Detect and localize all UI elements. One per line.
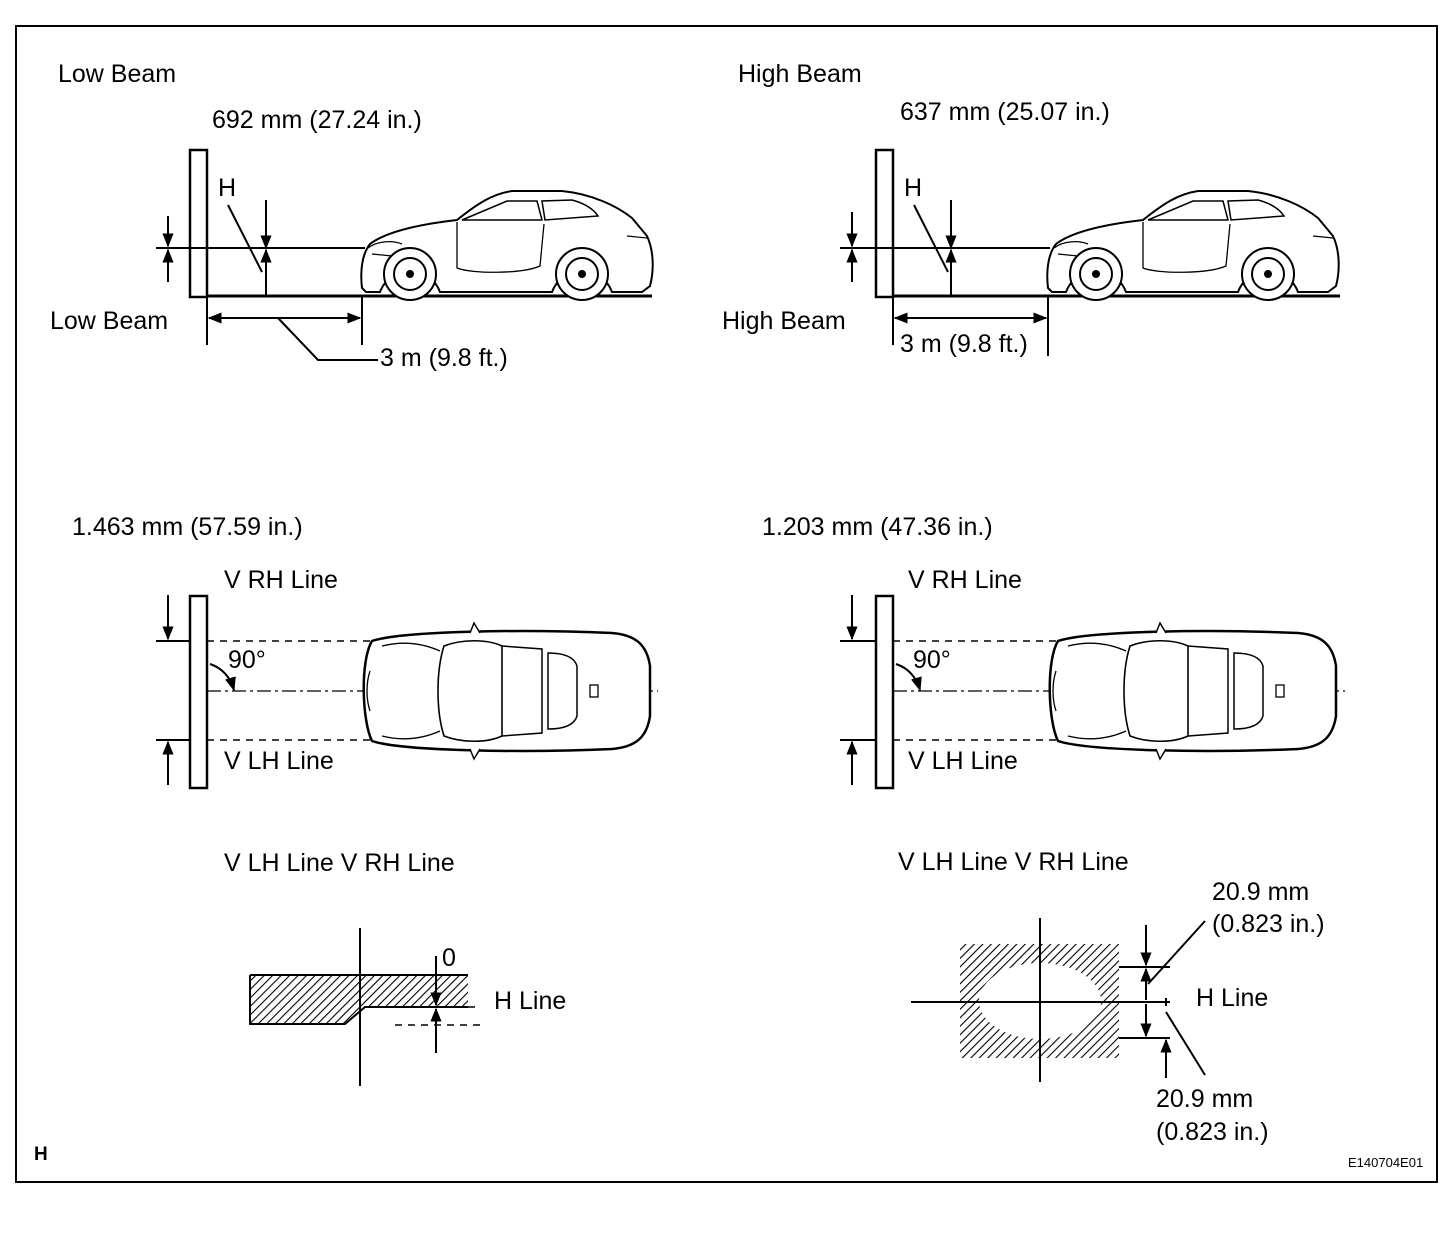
high-beam-top-view: 1.203 mm (47.36 in.) V RH Line 90° V LH … xyxy=(762,513,1345,790)
high-beam-title: High Beam xyxy=(738,60,862,88)
low-beam-angle: 90° xyxy=(228,646,266,674)
high-beam-angle: 90° xyxy=(913,646,951,674)
low-beam-distance: 3 m (9.8 ft.) xyxy=(380,344,508,372)
high-beam-width-value: 1.203 mm (47.36 in.) xyxy=(762,513,993,541)
zero-label: 0 xyxy=(442,944,456,972)
low-beam-title: Low Beam xyxy=(58,60,176,88)
low-beam-label: Low Beam xyxy=(50,307,168,335)
car-side-icon xyxy=(1046,190,1340,301)
tolerance-bottom-mm: 20.9 mm xyxy=(1156,1085,1253,1113)
figure-border xyxy=(15,25,1438,1183)
screen-wall xyxy=(188,148,209,299)
tolerance-top-mm: 20.9 mm xyxy=(1212,878,1309,906)
low-beam-side-view: Low Beam 692 mm (27.24 in.) H 3 m (9.8 f… xyxy=(50,60,654,372)
high-beam-side-view: High Beam 637 mm (25.07 in.) H 3 m (9.8 … xyxy=(722,60,1340,358)
figure-code: E140704E01 xyxy=(1348,1155,1423,1170)
screen-wall xyxy=(874,594,895,790)
car-side-icon xyxy=(360,190,654,301)
screen-wall xyxy=(188,594,209,790)
low-beam-h-line: H Line xyxy=(494,987,566,1015)
high-beam-label: High Beam xyxy=(722,307,846,335)
low-beam-pattern: V LH Line V RH Line 0 H Line xyxy=(224,849,566,1086)
car-top-icon xyxy=(1048,621,1338,761)
high-beam-h-line: H Line xyxy=(1196,984,1268,1012)
corner-mark: H xyxy=(34,1144,48,1165)
low-beam-pattern-label: V LH Line V RH Line xyxy=(224,849,455,877)
high-beam-h-label: H xyxy=(904,174,922,202)
car-top-icon xyxy=(362,621,652,761)
tolerance-bottom-in: (0.823 in.) xyxy=(1156,1118,1269,1146)
tolerance-top-in: (0.823 in.) xyxy=(1212,910,1325,938)
screen-wall xyxy=(874,148,895,299)
high-beam-height-value: 637 mm (25.07 in.) xyxy=(900,98,1110,126)
high-beam-v-lh-line: V LH Line xyxy=(908,747,1018,775)
low-beam-v-rh-line: V RH Line xyxy=(224,566,338,594)
high-beam-pattern-label: V LH Line V RH Line xyxy=(898,848,1129,876)
low-beam-width-value: 1.463 mm (57.59 in.) xyxy=(72,513,303,541)
hot-zone-hatch-area xyxy=(960,944,1119,1058)
low-beam-height-value: 692 mm (27.24 in.) xyxy=(212,106,422,134)
high-beam-distance: 3 m (9.8 ft.) xyxy=(900,330,1028,358)
low-beam-h-label: H xyxy=(218,174,236,202)
high-beam-v-rh-line: V RH Line xyxy=(908,566,1022,594)
low-beam-top-view: 1.463 mm (57.59 in.) V RH Line 90° V LH … xyxy=(72,513,658,790)
high-beam-pattern: V LH Line V RH Line 20.9 mm (0.823 in.) … xyxy=(898,848,1325,1146)
low-beam-v-lh-line: V LH Line xyxy=(224,747,334,775)
